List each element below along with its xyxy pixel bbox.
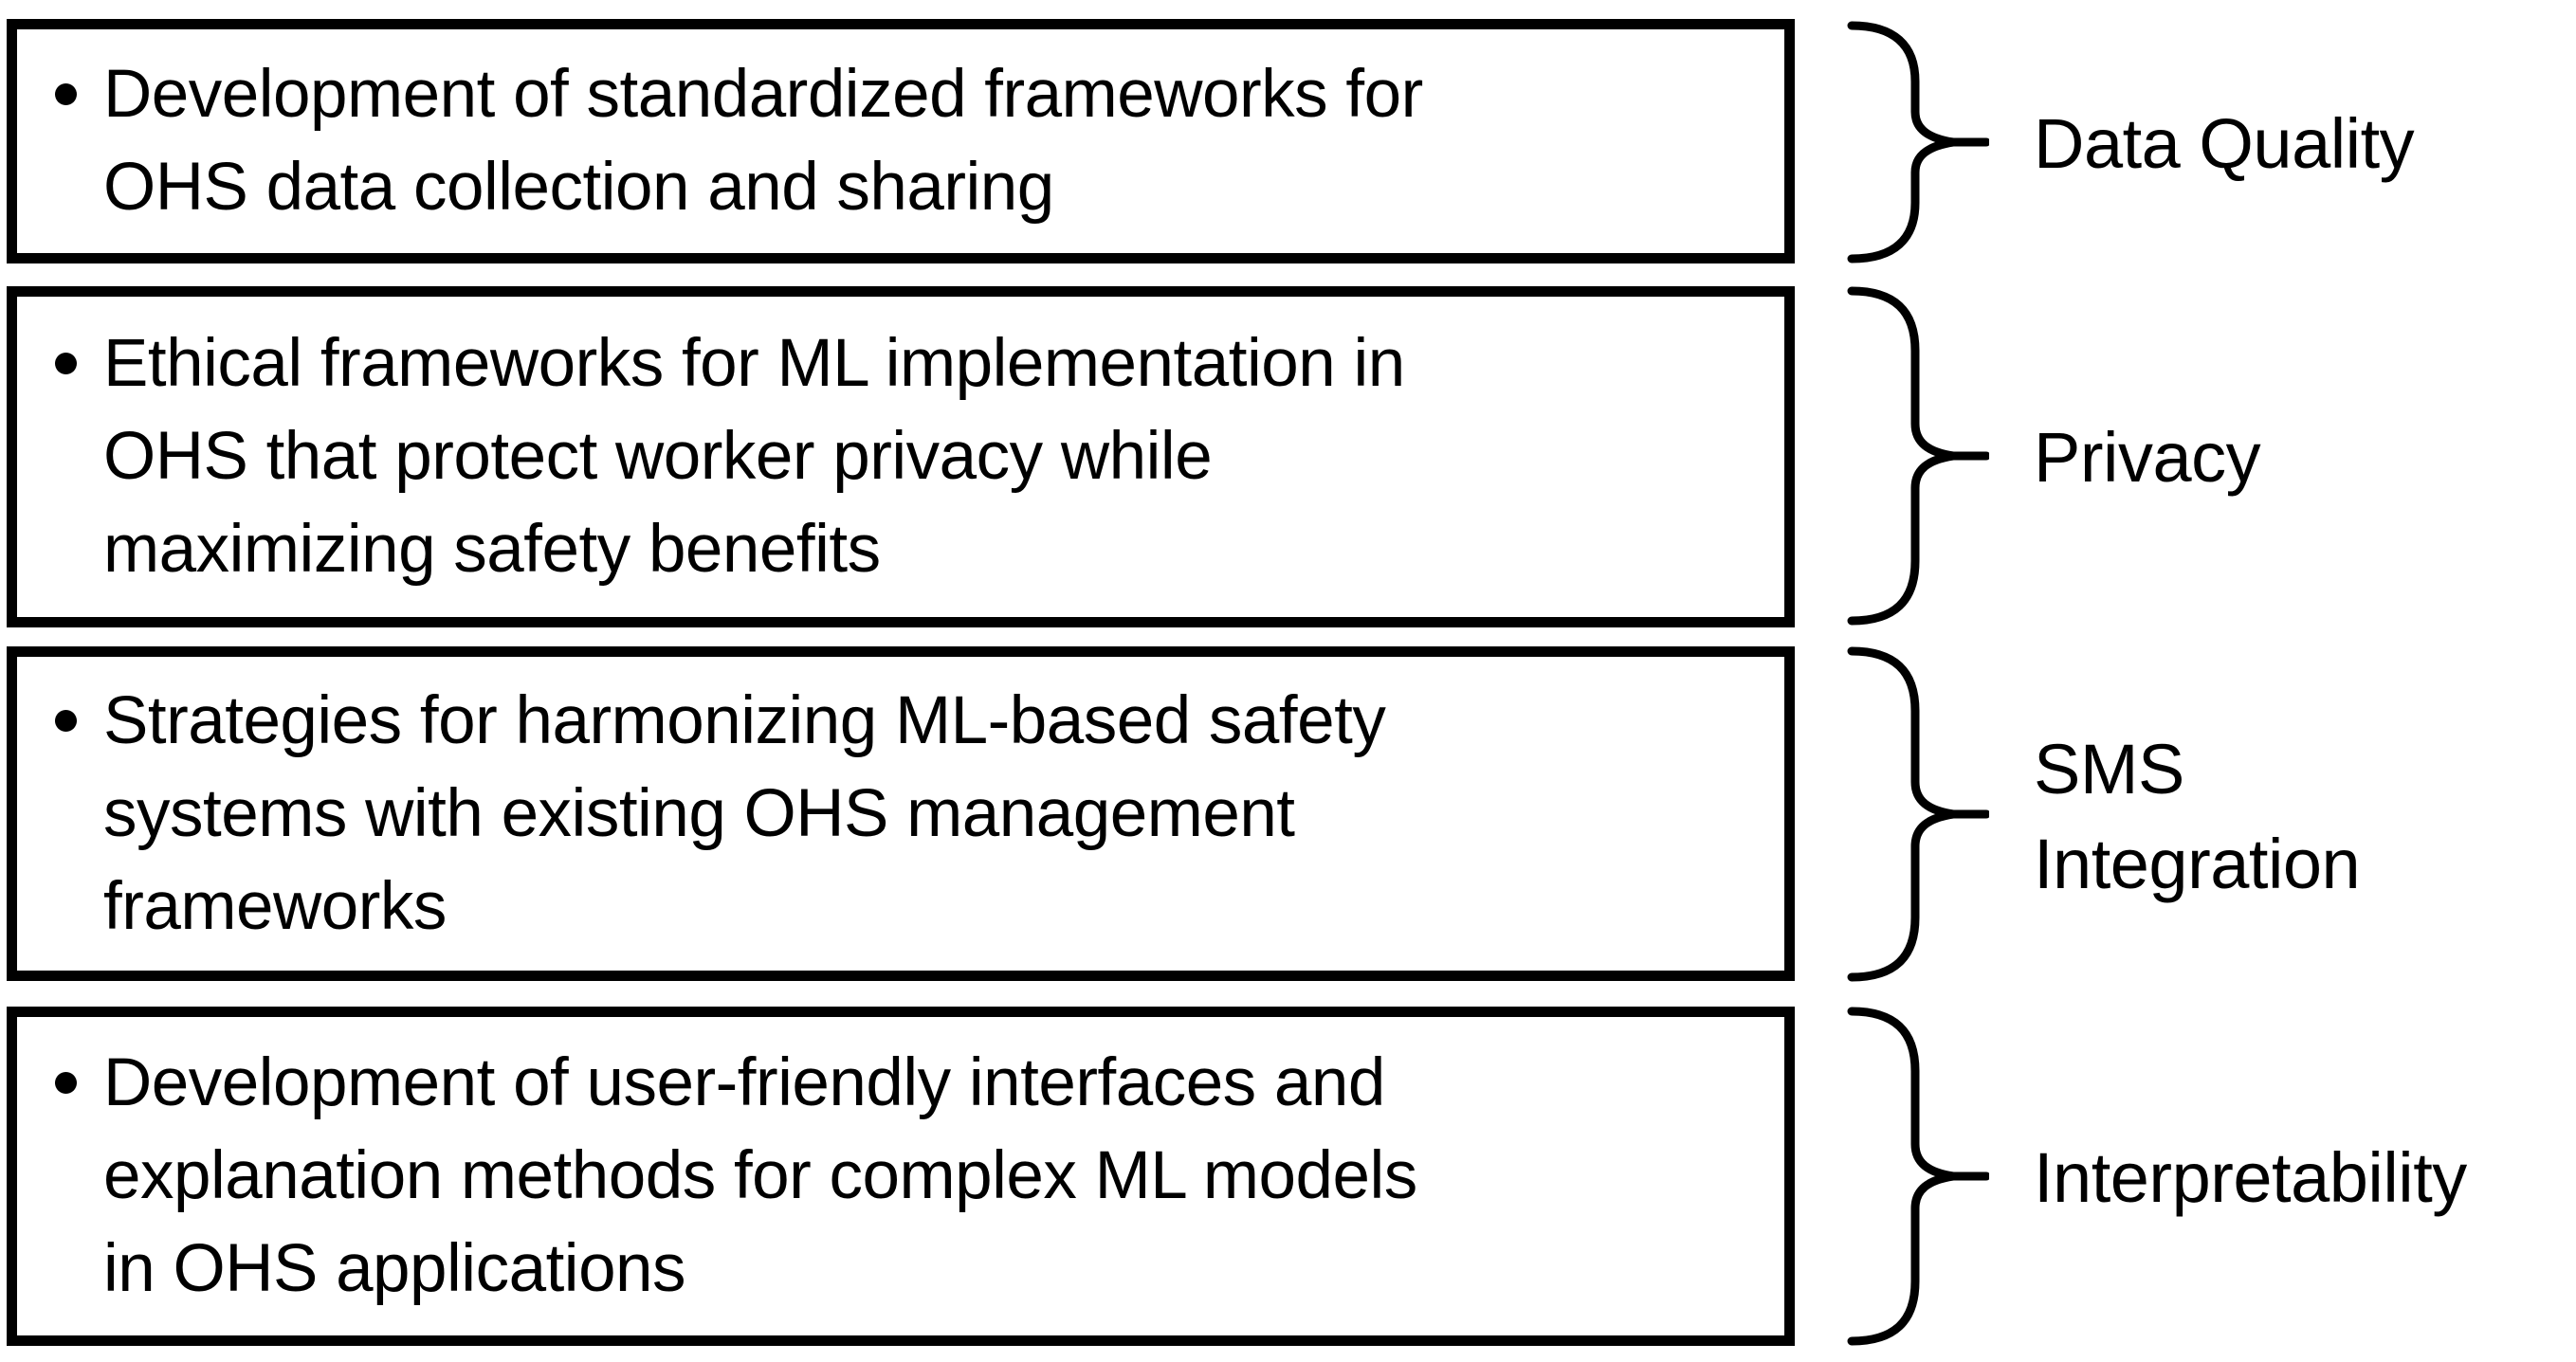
text-line: Strategies for harmonizing ML-based safe… (103, 682, 1386, 758)
topic-box-interpretability: Development of user-friendly interfaces … (7, 1007, 1795, 1346)
text-line: explanation methods for complex ML model… (103, 1138, 1417, 1213)
bullet-icon (55, 709, 77, 732)
label-line: Data Quality (2034, 104, 2415, 183)
topic-box-data-quality: Development of standardized frameworks f… (7, 19, 1795, 263)
right-brace-icon (1847, 1005, 1989, 1348)
bullet-item: Development of standardized frameworks f… (17, 48, 1423, 234)
text-line: maximizing safety benefits (103, 512, 881, 587)
bullet-item: Ethical frameworks for ML implementation… (17, 318, 1405, 596)
bullet-item: Development of user-friendly interfaces … (17, 1037, 1417, 1316)
label-line: Privacy (2034, 418, 2261, 497)
topic-box-text: Strategies for harmonizing ML-based safe… (103, 675, 1386, 953)
topic-box-text: Ethical frameworks for ML implementation… (103, 318, 1405, 596)
topic-box-text: Development of user-friendly interfaces … (103, 1037, 1417, 1316)
bullet-icon (55, 83, 77, 105)
category-label-interpretability: Interpretability (2034, 1131, 2467, 1226)
category-label-privacy: Privacy (2034, 410, 2261, 505)
text-line: in OHS applications (103, 1231, 686, 1306)
label-line: Interpretability (2034, 1138, 2467, 1217)
bullet-item: Strategies for harmonizing ML-based safe… (17, 675, 1386, 953)
text-line: Development of user-friendly interfaces … (103, 1045, 1385, 1120)
label-line: SMS (2034, 730, 2184, 808)
category-label-data-quality: Data Quality (2034, 97, 2415, 191)
topic-box-sms-integration: Strategies for harmonizing ML-based safe… (7, 646, 1795, 981)
category-label-sms-integration: SMS Integration (2034, 722, 2361, 912)
bullet-icon (55, 1072, 77, 1094)
label-line: Integration (2034, 825, 2361, 903)
topic-box-privacy: Ethical frameworks for ML implementation… (7, 286, 1795, 627)
bullet-icon (55, 353, 77, 374)
right-brace-icon (1847, 645, 1989, 984)
text-line: Development of standardized frameworks f… (103, 57, 1423, 132)
text-line: OHS that protect worker privacy while (103, 419, 1213, 494)
topic-box-text: Development of standardized frameworks f… (103, 48, 1423, 234)
text-line: Ethical frameworks for ML implementation… (103, 326, 1405, 401)
text-line: frameworks (103, 868, 447, 944)
text-line: OHS data collection and sharing (103, 150, 1054, 225)
right-brace-icon (1847, 19, 1989, 265)
right-brace-icon (1847, 284, 1989, 627)
text-line: systems with existing OHS management (103, 775, 1295, 851)
